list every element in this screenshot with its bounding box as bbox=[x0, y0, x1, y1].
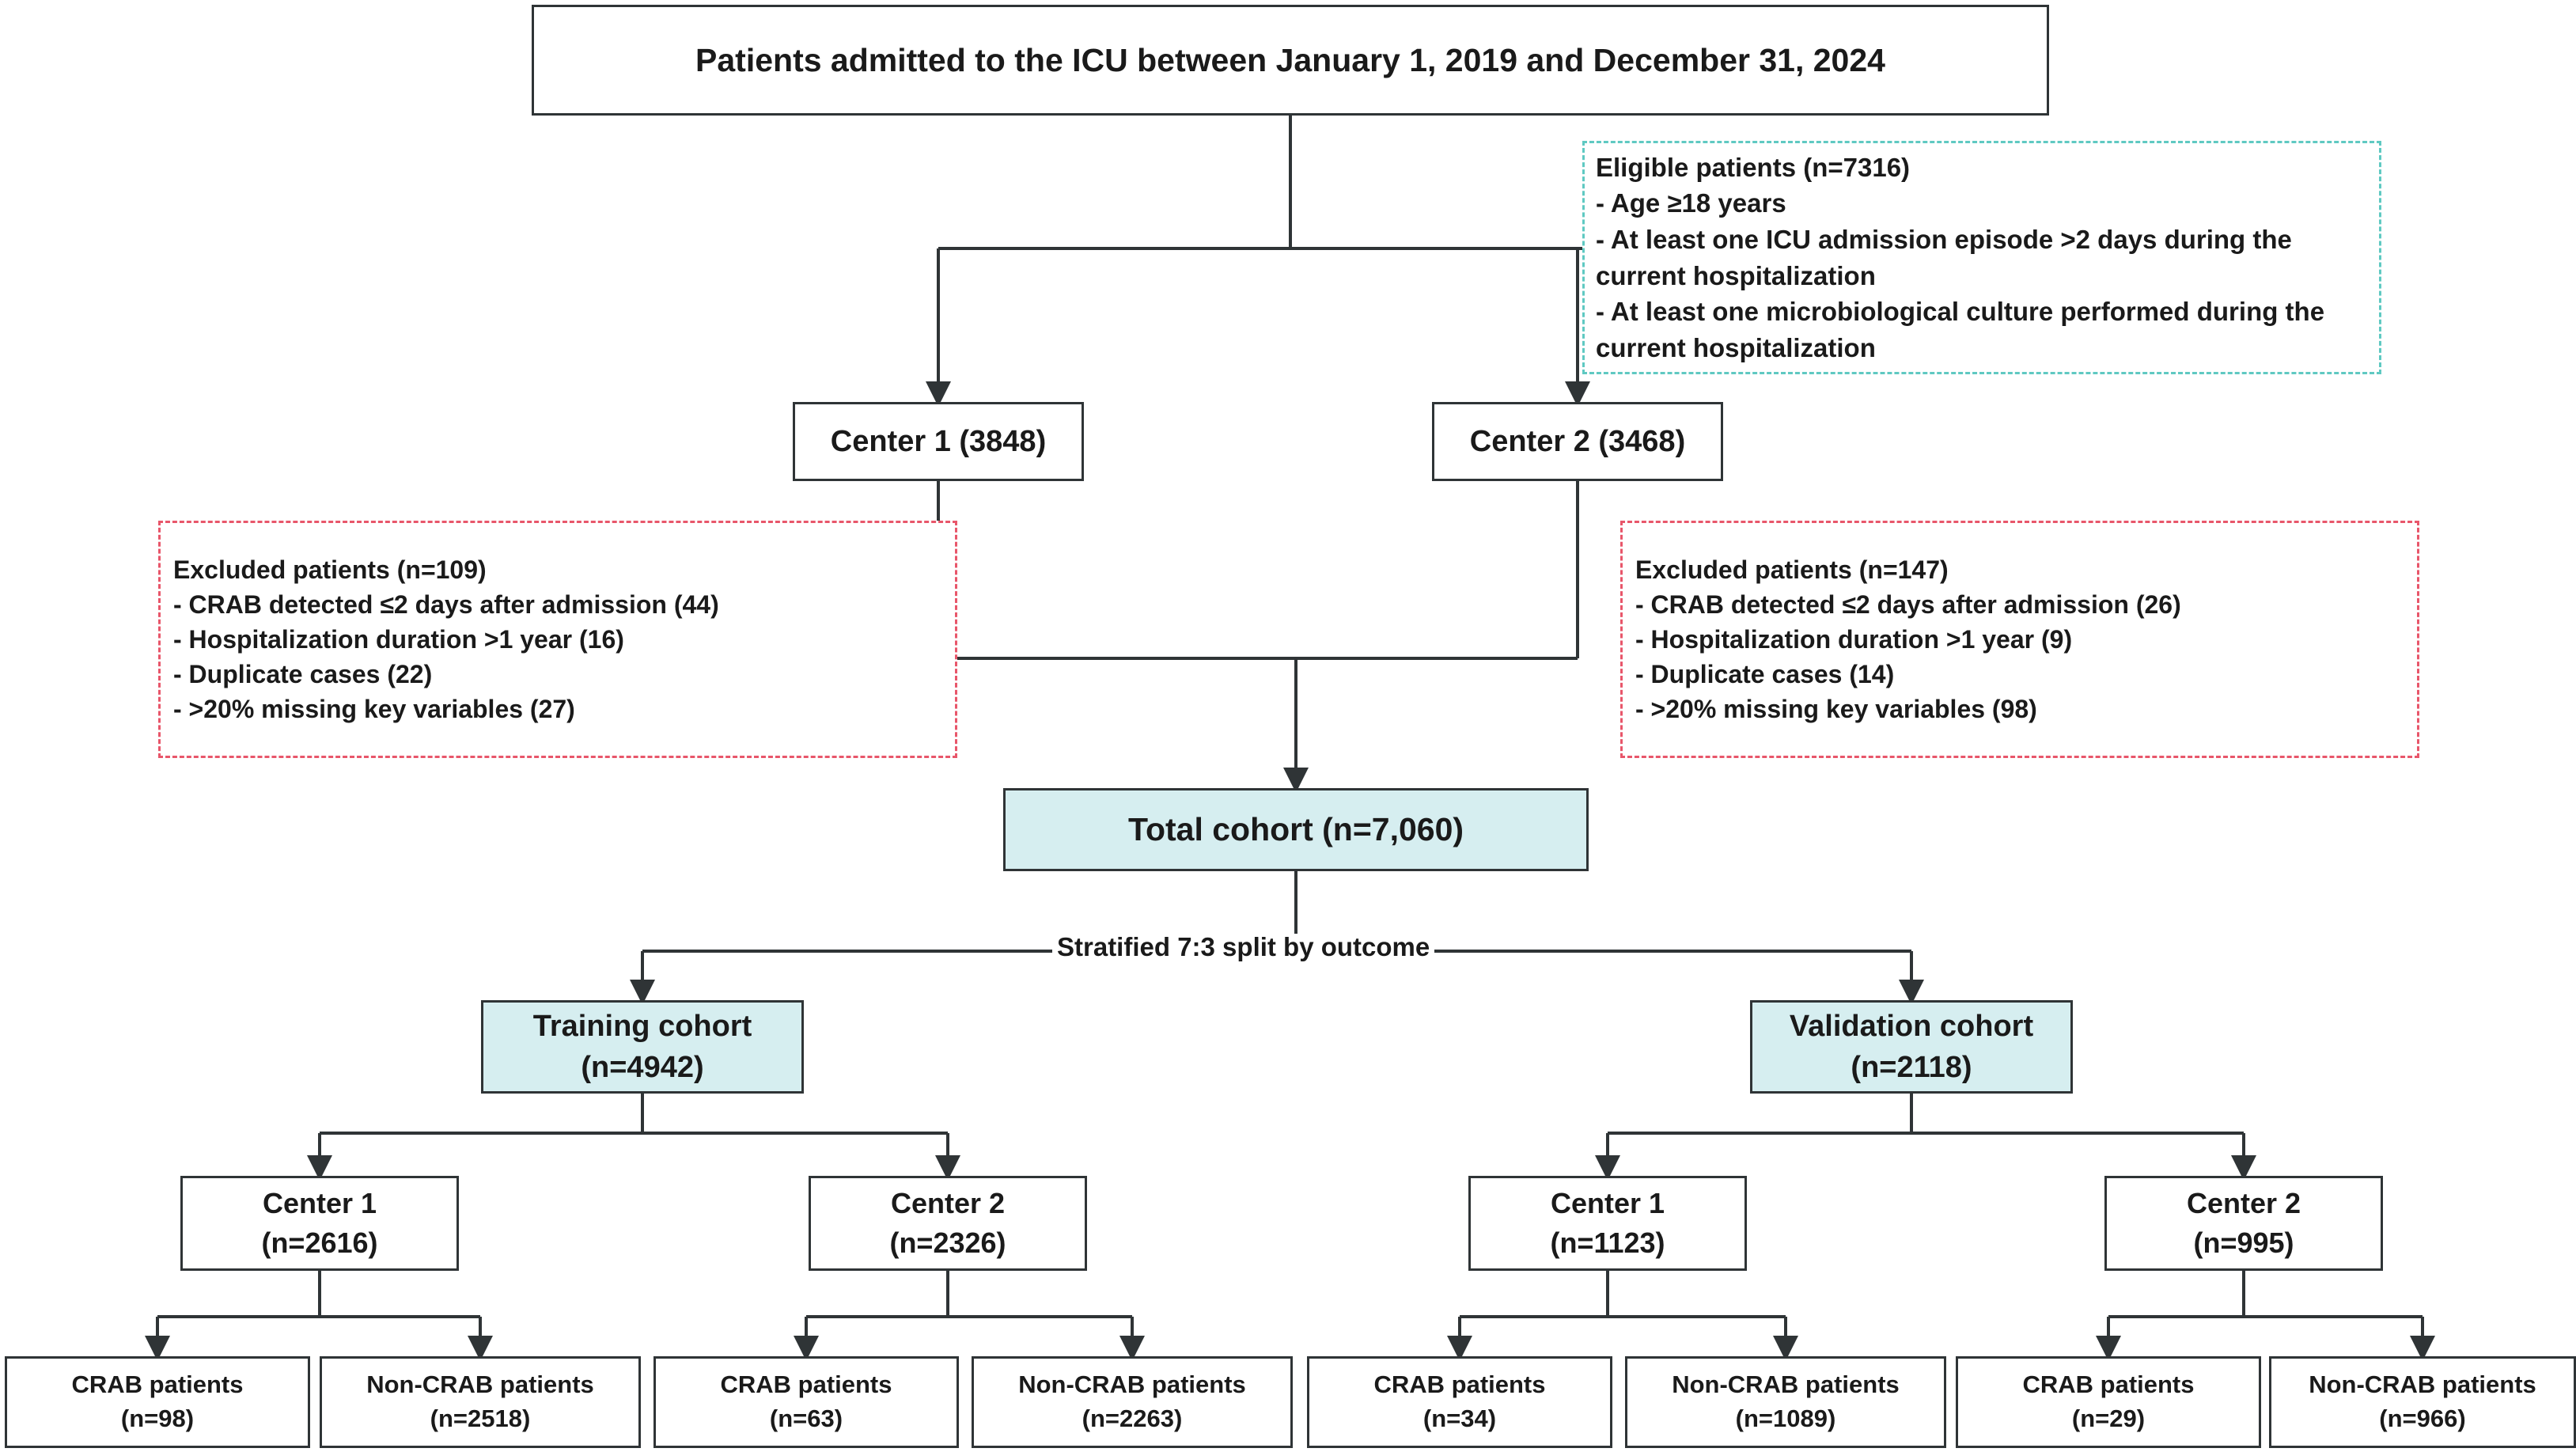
node-leaf-outcome: Non-CRAB patients (n=1089) bbox=[1625, 1356, 1946, 1448]
node-eligible-patients: Eligible patients (n=7316) - Age ≥18 yea… bbox=[1582, 141, 2381, 374]
node-excluded-center2: Excluded patients (n=147) - CRAB detecte… bbox=[1620, 521, 2419, 758]
node-center1-screened: Center 1 (3848) bbox=[793, 402, 1084, 481]
excluded2-reason-4: - >20% missing key variables (98) bbox=[1635, 695, 2037, 724]
leaf-8-title: Non-CRAB patients bbox=[2309, 1370, 2536, 1399]
validation-count: (n=2118) bbox=[1851, 1051, 1972, 1084]
center1-top-label: Center 1 (3848) bbox=[830, 424, 1047, 458]
node-leaf-outcome: CRAB patients (n=34) bbox=[1307, 1356, 1612, 1448]
tr-center1-title: Center 1 bbox=[262, 1187, 377, 1220]
va-center2-title: Center 2 bbox=[2186, 1187, 2301, 1220]
tr-center2-count: (n=2326) bbox=[889, 1226, 1006, 1259]
edge-label-stratified-split: Stratified 7:3 split by outcome bbox=[1052, 934, 1435, 960]
leaf-6-title: Non-CRAB patients bbox=[1672, 1370, 1900, 1399]
va-center1-title: Center 1 bbox=[1550, 1187, 1665, 1220]
training-title: Training cohort bbox=[532, 1009, 752, 1043]
node-leaf-outcome: Non-CRAB patients (n=2518) bbox=[320, 1356, 641, 1448]
excluded2-reason-2: - Hospitalization duration >1 year (9) bbox=[1635, 624, 2073, 654]
tr-center2-title: Center 2 bbox=[890, 1187, 1006, 1220]
node-patients-admitted: Patients admitted to the ICU between Jan… bbox=[532, 5, 2049, 116]
node-excluded-center1: Excluded patients (n=109) - CRAB detecte… bbox=[158, 521, 957, 758]
excluded2-reason-3: - Duplicate cases (14) bbox=[1635, 660, 1895, 689]
leaf-2-title: Non-CRAB patients bbox=[366, 1370, 594, 1399]
excluded1-reason-1: - CRAB detected ≤2 days after admission … bbox=[173, 590, 719, 619]
leaf-4-title: Non-CRAB patients bbox=[1018, 1370, 1246, 1399]
leaf-2-count: (n=2518) bbox=[430, 1405, 531, 1432]
node-leaf-outcome: Non-CRAB patients (n=966) bbox=[2269, 1356, 2576, 1448]
eligible-criterion-1: - Age ≥18 years bbox=[1596, 188, 1786, 218]
leaf-8-count: (n=966) bbox=[2379, 1405, 2466, 1432]
excluded2-reason-1: - CRAB detected ≤2 days after admission … bbox=[1635, 590, 2181, 619]
excluded1-heading: Excluded patients (n=109) bbox=[173, 555, 487, 584]
leaf-1-count: (n=98) bbox=[120, 1405, 195, 1432]
validation-title: Validation cohort bbox=[1789, 1009, 2034, 1043]
excluded2-heading: Excluded patients (n=147) bbox=[1635, 555, 1949, 584]
leaf-4-count: (n=2263) bbox=[1082, 1405, 1183, 1432]
node-total-cohort: Total cohort (n=7,060) bbox=[1003, 788, 1589, 871]
node-validation-center2: Center 2 (n=995) bbox=[2104, 1176, 2383, 1271]
leaf-5-count: (n=34) bbox=[1422, 1405, 1497, 1432]
node-leaf-outcome: CRAB patients (n=98) bbox=[5, 1356, 310, 1448]
center2-top-label: Center 2 (3468) bbox=[1469, 424, 1686, 458]
va-center2-count: (n=995) bbox=[2193, 1226, 2294, 1259]
total-cohort-label: Total cohort (n=7,060) bbox=[1127, 811, 1464, 848]
node-leaf-outcome: CRAB patients (n=63) bbox=[653, 1356, 959, 1448]
node-leaf-outcome: Non-CRAB patients (n=2263) bbox=[972, 1356, 1293, 1448]
va-center1-count: (n=1123) bbox=[1550, 1226, 1665, 1259]
leaf-1-title: CRAB patients bbox=[71, 1370, 244, 1399]
excluded1-reason-2: - Hospitalization duration >1 year (16) bbox=[173, 624, 624, 654]
leaf-3-title: CRAB patients bbox=[720, 1370, 892, 1399]
leaf-3-count: (n=63) bbox=[769, 1405, 843, 1432]
training-count: (n=4942) bbox=[581, 1051, 704, 1084]
node-center2-screened: Center 2 (3468) bbox=[1432, 402, 1723, 481]
leaf-5-title: CRAB patients bbox=[1373, 1370, 1546, 1399]
node-training-cohort: Training cohort (n=4942) bbox=[481, 1000, 804, 1094]
node-leaf-outcome: CRAB patients (n=29) bbox=[1956, 1356, 2261, 1448]
node-training-center2: Center 2 (n=2326) bbox=[809, 1176, 1087, 1271]
node-validation-center1: Center 1 (n=1123) bbox=[1468, 1176, 1747, 1271]
tr-center1-count: (n=2616) bbox=[261, 1226, 378, 1259]
leaf-6-count: (n=1089) bbox=[1735, 1405, 1836, 1432]
node-admitted-label: Patients admitted to the ICU between Jan… bbox=[695, 41, 1885, 78]
eligible-criterion-3: - At least one microbiological culture p… bbox=[1596, 297, 2325, 362]
leaf-7-count: (n=29) bbox=[2071, 1405, 2146, 1432]
excluded1-reason-3: - Duplicate cases (22) bbox=[173, 660, 433, 689]
node-validation-cohort: Validation cohort (n=2118) bbox=[1750, 1000, 2073, 1094]
excluded1-reason-4: - >20% missing key variables (27) bbox=[173, 695, 575, 724]
leaf-7-title: CRAB patients bbox=[2022, 1370, 2195, 1399]
eligible-heading: Eligible patients (n=7316) bbox=[1596, 152, 1911, 182]
node-training-center1: Center 1 (n=2616) bbox=[180, 1176, 459, 1271]
eligible-criterion-2: - At least one ICU admission episode >2 … bbox=[1596, 224, 2292, 290]
